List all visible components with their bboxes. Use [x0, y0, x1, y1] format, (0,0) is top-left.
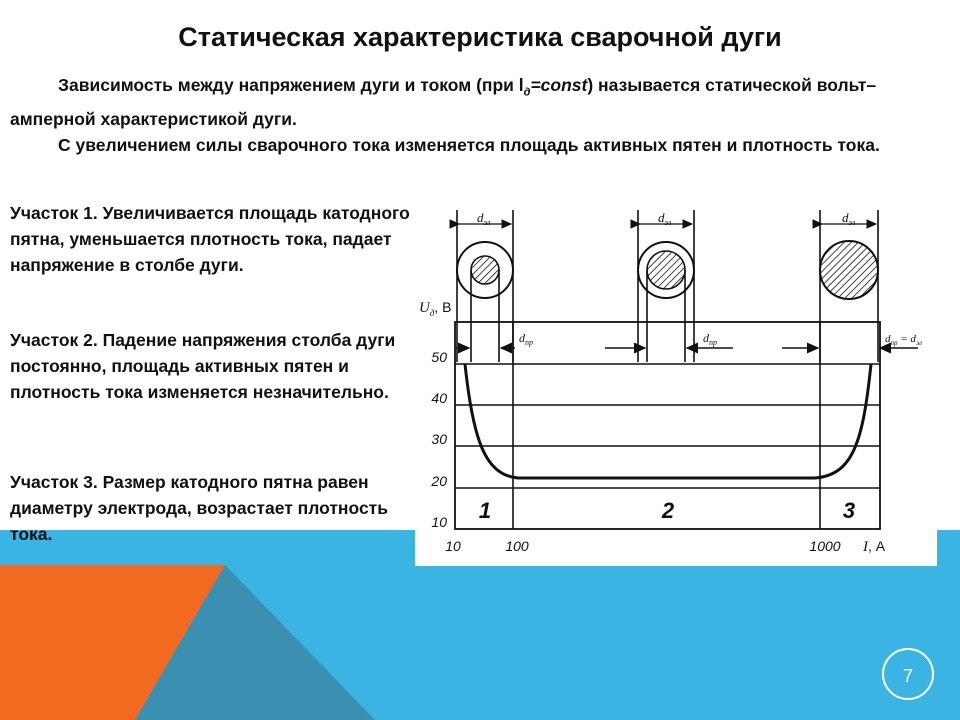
x-tick-100: 100: [505, 538, 529, 554]
intro-paragraph-1: Зависимость между напряжением дуги и ток…: [10, 75, 877, 129]
section-3-text: Участок 3. Размер катодного пятна равен …: [10, 472, 389, 544]
region-label-3: 3: [843, 498, 855, 523]
y-axis-label: Uд, В: [419, 299, 452, 318]
svg-text:dпр: dпр: [703, 331, 717, 347]
electrode-2: [630, 210, 695, 362]
y-tick-10: 10: [431, 514, 447, 530]
x-tick-10: 10: [445, 538, 461, 554]
svg-text:dэл: dэл: [658, 210, 672, 227]
chart-frame: [454, 321, 881, 530]
electrode-1: [449, 210, 514, 362]
svg-text:dпр: dпр: [519, 331, 533, 347]
y-tick-40: 40: [431, 390, 447, 406]
section-2-text: Участок 2. Падение напряжения столба дуг…: [10, 330, 396, 402]
region-label-1: 1: [479, 498, 491, 523]
svg-text:dпр = dэл: dпр = dэл: [885, 333, 922, 347]
characteristic-curve: [463, 363, 873, 480]
svg-text:dэл: dэл: [477, 210, 491, 227]
page-number: 7: [882, 648, 934, 700]
y-tick-20: 20: [430, 473, 447, 489]
arc-characteristic-figure: dэл dэл dэл Uд, В dпр dпр dпр = dэл 50 4…: [415, 190, 937, 566]
x-axis-label: I, А: [862, 538, 886, 555]
svg-text:dэл: dэл: [842, 210, 856, 227]
slide-title: Статическая характеристика сварочной дуг…: [178, 22, 782, 52]
intro-text: Зависимость между напряжением дуги и ток…: [10, 72, 890, 158]
section-1-text: Участок 1. Увеличивается площадь катодно…: [10, 203, 410, 275]
electrode-3: [812, 210, 879, 362]
y-tick-50: 50: [431, 349, 447, 365]
region-label-2: 2: [661, 498, 675, 523]
intro-paragraph-2: С увеличением силы сварочного тока измен…: [58, 134, 880, 155]
x-tick-1000: 1000: [809, 538, 840, 554]
y-tick-30: 30: [431, 431, 447, 447]
